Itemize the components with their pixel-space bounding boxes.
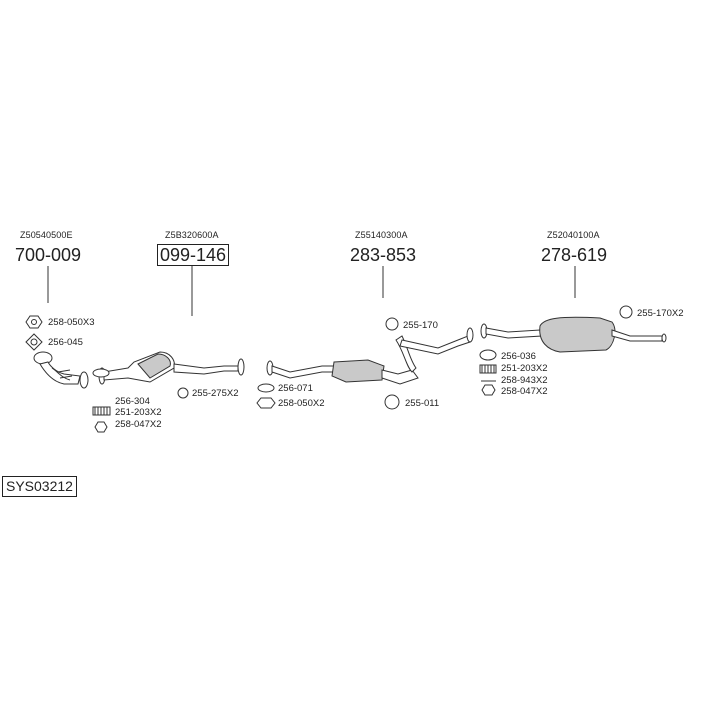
component-label[interactable]: 255-170 <box>403 320 438 331</box>
part-number-middle-silencer[interactable]: 283-853 <box>350 245 417 265</box>
component-label[interactable]: 256-045 <box>48 337 83 348</box>
component-label[interactable]: 258-943X2 <box>501 375 548 386</box>
rubber-mount-icon <box>177 387 189 399</box>
component-label[interactable]: 256-304 <box>115 396 150 407</box>
catalytic-converter <box>98 351 245 385</box>
nut-icon <box>481 384 496 396</box>
nut-icon <box>94 421 108 433</box>
rubber-mount-icon <box>385 317 399 331</box>
middle-silencer <box>266 327 474 385</box>
assembly-ref-2: Z5B320600A <box>165 230 219 240</box>
assembly-ref-1: Z50540500E <box>20 230 73 240</box>
rubber-mount-icon <box>384 394 400 410</box>
gasket-icon <box>479 349 497 361</box>
gasket-icon <box>25 333 43 351</box>
part-number-front-pipe[interactable]: 700-009 <box>15 245 82 265</box>
part-number-rear-silencer[interactable]: 278-619 <box>541 245 608 265</box>
nut-icon <box>256 397 276 409</box>
nut-icon <box>25 315 43 329</box>
component-label[interactable]: 256-036 <box>501 351 536 362</box>
component-label[interactable]: 258-050X3 <box>48 317 95 328</box>
component-label[interactable]: 258-047X2 <box>501 386 548 397</box>
component-label[interactable]: 251-203X2 <box>115 407 162 418</box>
rubber-mount-icon <box>619 305 633 319</box>
component-label[interactable]: 251-203X2 <box>501 363 548 374</box>
gasket-icon <box>257 383 275 393</box>
front-pipe <box>33 351 89 389</box>
rear-silencer <box>480 316 667 353</box>
component-label[interactable]: 255-170X2 <box>637 308 684 319</box>
assembly-ref-4: Z52040100A <box>547 230 600 240</box>
component-label[interactable]: 256-071 <box>278 383 313 394</box>
component-label[interactable]: 255-275X2 <box>192 388 239 399</box>
component-label[interactable]: 258-050X2 <box>278 398 325 409</box>
gasket-icon <box>92 368 110 378</box>
component-label[interactable]: 255-011 <box>405 398 440 409</box>
component-label[interactable]: 258-047X2 <box>115 419 162 430</box>
part-number-catalytic-converter[interactable]: 099-146 <box>157 244 230 266</box>
system-code-badge: SYS03212 <box>2 476 77 497</box>
assembly-ref-3: Z55140300A <box>355 230 408 240</box>
